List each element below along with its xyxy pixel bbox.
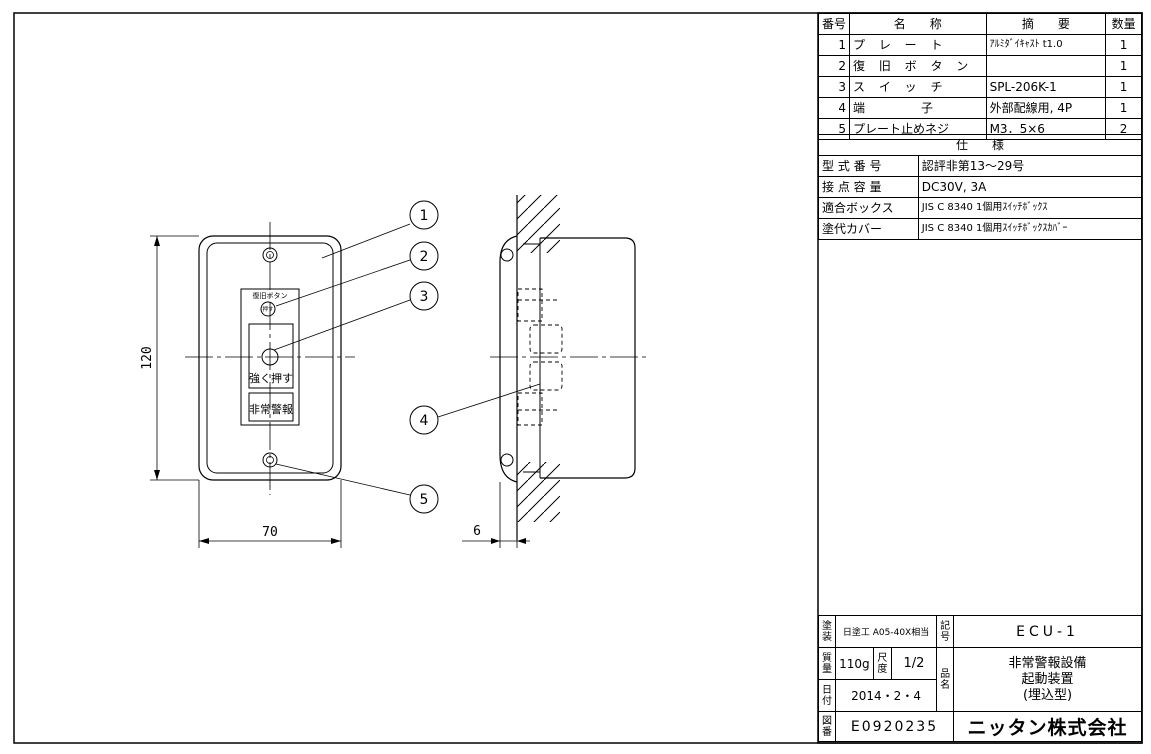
table-row: 3 ス イ ッ チ SPL-206K-1 1 [817, 76, 1142, 98]
mass-label: 質量 [818, 647, 836, 680]
callout-4 [409, 405, 439, 435]
svg-text:3: 3 [420, 289, 429, 305]
switch-frame [240, 288, 300, 426]
callout-5 [409, 484, 439, 514]
emergency-plate [248, 392, 294, 422]
code-value: ECU-1 [953, 615, 1142, 648]
parts-table: 番号 名 称 摘 要 数量 1 プ レ ー ト ｱﾙﾐﾀﾞｲｷｬｽﾄ t1.0 … [817, 13, 1142, 140]
scale-numerator: 1 [903, 656, 912, 671]
table-row: 接 点 容 量 DC30V, 3A [818, 176, 1143, 198]
dim-width: 70 [262, 525, 278, 540]
top-screw [262, 247, 278, 263]
table-row: 4 端 子 外部配線用, 4P 1 [817, 97, 1142, 119]
dim-height: 120 [140, 346, 155, 369]
push-button [248, 323, 294, 389]
reset-small-label: 押す [262, 305, 274, 313]
plate-outline [198, 235, 342, 481]
emergency-label: 非常警報 [249, 402, 293, 416]
callout-1 [409, 200, 439, 230]
spec-table: 仕 様 型 式 番 号 認評非第13～29号 接 点 容 量 DC30V, 3A… [818, 134, 1143, 240]
svg-text:5: 5 [420, 492, 429, 508]
company-logo: ニッタン株式会社 [953, 711, 1142, 742]
table-row: 塗代カバー JIS C 8340 1個用ｽｲｯﾁﾎﾞｯｸｽｶﾊﾞｰ [818, 218, 1143, 240]
header-no: 番号 [817, 13, 851, 35]
paint-value: 日塗工 A05-40X相当 [834, 615, 938, 648]
scale-value: 1/2 [890, 647, 938, 680]
svg-text:4: 4 [420, 413, 429, 429]
date-value: 2014・2・4 [834, 679, 938, 712]
callouts: 1 2 3 4 5 [273, 200, 541, 514]
date-label: 日付 [818, 679, 836, 712]
callout-3 [409, 281, 439, 311]
table-row: 型 式 番 号 認評非第13～29号 [818, 155, 1143, 177]
mass-value: 110g [834, 647, 874, 680]
spec-title: 仕 様 [818, 134, 1142, 156]
callout-2 [409, 241, 439, 271]
svg-text:2: 2 [420, 249, 429, 265]
drawing-no: E0920235 [834, 711, 955, 742]
title-block: 塗装 日塗工 A05-40X相当 記号 ECU-1 質量 110g 尺度 1/2… [818, 615, 1142, 742]
bottom-screw [262, 452, 278, 468]
code-label: 記号 [936, 615, 955, 648]
paint-label: 塗装 [818, 615, 836, 648]
header-note: 摘 要 [985, 13, 1107, 35]
product-name-line1: 非常警報設備 [1008, 655, 1087, 671]
table-row: 2 復 旧 ボ タ ン 1 [817, 55, 1142, 77]
drawing-no-label: 図番 [818, 711, 836, 742]
side-view: 6 [462, 195, 650, 548]
reset-button [260, 301, 276, 317]
product-name-line3: (埋込型) [1022, 687, 1073, 703]
name-label: 品名 [936, 647, 955, 712]
dim-depth: 6 [473, 524, 481, 539]
header-qty: 数量 [1105, 13, 1142, 35]
parts-table-header: 番号 名 称 摘 要 数量 [817, 13, 1142, 35]
table-row: 1 プ レ ー ト ｱﾙﾐﾀﾞｲｷｬｽﾄ t1.0 1 [817, 34, 1142, 56]
product-name: 非常警報設備 起動装置 (埋込型) [953, 647, 1142, 712]
svg-text:1: 1 [420, 208, 429, 224]
front-view: 復旧ボタン 押す 強く押す 非常警報 120 70 [140, 222, 355, 548]
product-name-line2: 起動装置 [1021, 671, 1074, 687]
reset-button-label: 復旧ボタン [253, 291, 288, 300]
scale-denominator: 2 [916, 656, 925, 671]
scale-label: 尺度 [872, 647, 892, 680]
table-row: 適合ボックス JIS C 8340 1個用ｽｲｯﾁﾎﾞｯｸｽ [818, 197, 1143, 219]
header-name: 名 称 [849, 13, 987, 35]
push-label: 強く押す [249, 371, 293, 385]
